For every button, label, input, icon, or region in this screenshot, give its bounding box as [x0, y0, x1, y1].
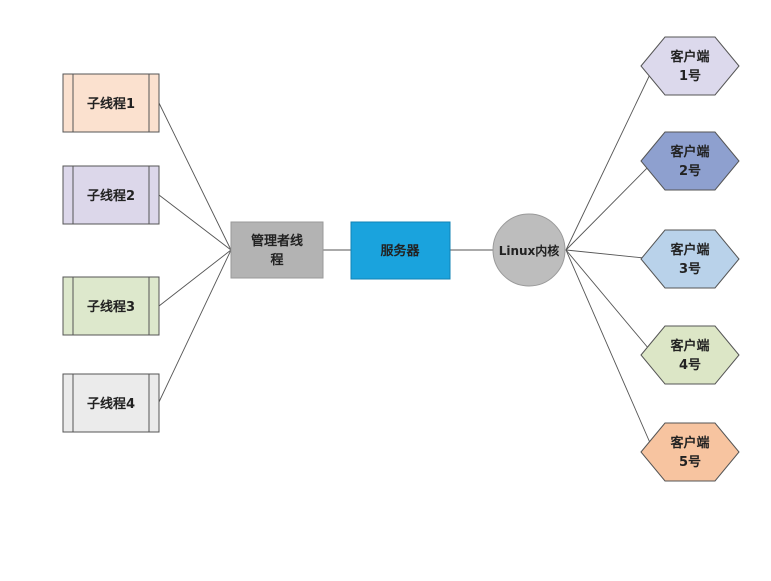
client-node-1-hexagon	[640, 36, 740, 96]
manager-thread-box	[230, 221, 324, 279]
thread-node-1-label: 子线程1	[87, 96, 135, 112]
client-node-4-label-line1: 客户端	[670, 338, 709, 354]
thread-node-2-label: 子线程2	[87, 188, 135, 204]
connector-kernel-client1	[565, 65, 655, 251]
client-node-1: 客户端 1号	[640, 36, 740, 96]
thread-node-4: 子线程4	[62, 373, 160, 433]
thread-node-3-box	[62, 276, 160, 336]
connector-thread3-manager	[158, 249, 232, 307]
client-node-3-label-line1: 客户端	[670, 242, 709, 258]
client-node-2: 客户端 2号	[640, 131, 740, 191]
thread-node-2-box	[62, 165, 160, 225]
client-node-5-label-line1: 客户端	[670, 435, 709, 451]
client-node-5: 客户端 5号	[640, 422, 740, 482]
connector-kernel-client2	[565, 160, 655, 251]
client-node-5-label-line2: 5号	[679, 455, 701, 470]
client-node-4-hexagon	[640, 325, 740, 385]
client-node-2-label-line1: 客户端	[670, 144, 709, 160]
connector-kernel-client5	[565, 249, 655, 453]
client-node-4-label-line2: 4号	[679, 358, 701, 373]
thread-node-3: 子线程3	[62, 276, 160, 336]
manager-thread-node: 管理者线 程	[230, 221, 324, 279]
server-label: 服务器	[380, 243, 420, 259]
server-node: 服务器	[350, 221, 451, 280]
linux-kernel-label: Linux内核	[499, 243, 560, 258]
client-node-3-hexagon	[640, 229, 740, 289]
connector-kernel-client3	[565, 249, 655, 260]
linux-kernel-circle	[492, 213, 566, 287]
thread-node-4-box	[62, 373, 160, 433]
client-node-5-hexagon	[640, 422, 740, 482]
thread-node-1-box	[62, 73, 160, 133]
connector-thread2-manager	[158, 194, 232, 251]
connector-thread1-manager	[158, 102, 232, 251]
client-node-4: 客户端 4号	[640, 325, 740, 385]
client-node-2-hexagon	[640, 131, 740, 191]
client-node-1-label-line2: 1号	[679, 69, 701, 84]
linux-kernel-node: Linux内核	[492, 213, 566, 287]
server-box	[350, 221, 451, 280]
thread-node-2: 子线程2	[62, 165, 160, 225]
manager-thread-label-line2: 程	[270, 253, 283, 268]
client-node-3-label-line2: 3号	[679, 262, 701, 277]
connector-kernel-client4	[565, 249, 655, 356]
thread-node-3-label: 子线程3	[87, 299, 135, 315]
connector-thread4-manager	[158, 249, 232, 403]
manager-thread-label-line1: 管理者线	[251, 233, 303, 249]
thread-node-1: 子线程1	[62, 73, 160, 133]
client-node-3: 客户端 3号	[640, 229, 740, 289]
thread-node-4-label: 子线程4	[87, 396, 135, 412]
client-node-1-label-line1: 客户端	[670, 49, 709, 65]
client-node-2-label-line2: 2号	[679, 164, 701, 179]
